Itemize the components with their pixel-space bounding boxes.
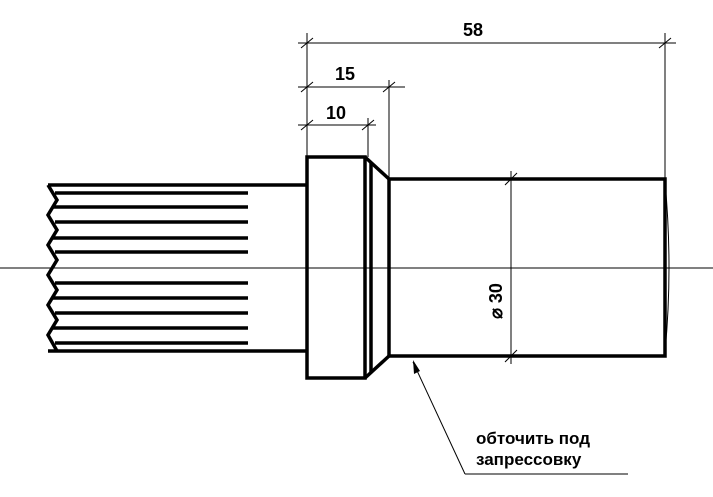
chamfer-bottom bbox=[363, 354, 391, 380]
dimension-diameter-30: ⌀ 30 bbox=[486, 171, 518, 364]
leader-line bbox=[412, 361, 466, 475]
journal-diameter-30 bbox=[387, 177, 667, 358]
tick-mark bbox=[300, 81, 314, 93]
collar bbox=[305, 155, 367, 380]
leader-arrow bbox=[413, 360, 420, 374]
dimension-15: 15 bbox=[298, 64, 405, 179]
tick-mark bbox=[504, 172, 518, 186]
annotation-line-1: обточить под bbox=[476, 429, 590, 448]
dimension-text-15: 15 bbox=[335, 64, 355, 84]
dimension-text-58: 58 bbox=[463, 20, 483, 40]
chamfer-top bbox=[363, 155, 391, 181]
tick-mark bbox=[504, 349, 518, 363]
dimension-10: 10 bbox=[298, 103, 376, 157]
tick-mark bbox=[300, 119, 314, 131]
chamfer-transition bbox=[363, 155, 391, 380]
annotation-line-2: запрессовку bbox=[476, 450, 582, 469]
tick-mark bbox=[658, 37, 672, 49]
splined-shaft bbox=[45, 183, 307, 353]
tick-mark bbox=[300, 37, 314, 49]
leader-annotation: обточить под запрессовку bbox=[412, 360, 628, 475]
break-line bbox=[45, 184, 60, 352]
journal-end-curve bbox=[664, 181, 670, 353]
dimension-text-10: 10 bbox=[326, 103, 346, 123]
dimension-text-diameter-30: ⌀ 30 bbox=[486, 283, 506, 319]
tick-mark bbox=[361, 119, 375, 131]
tick-mark bbox=[382, 81, 396, 93]
dimension-58: 58 bbox=[298, 20, 676, 179]
